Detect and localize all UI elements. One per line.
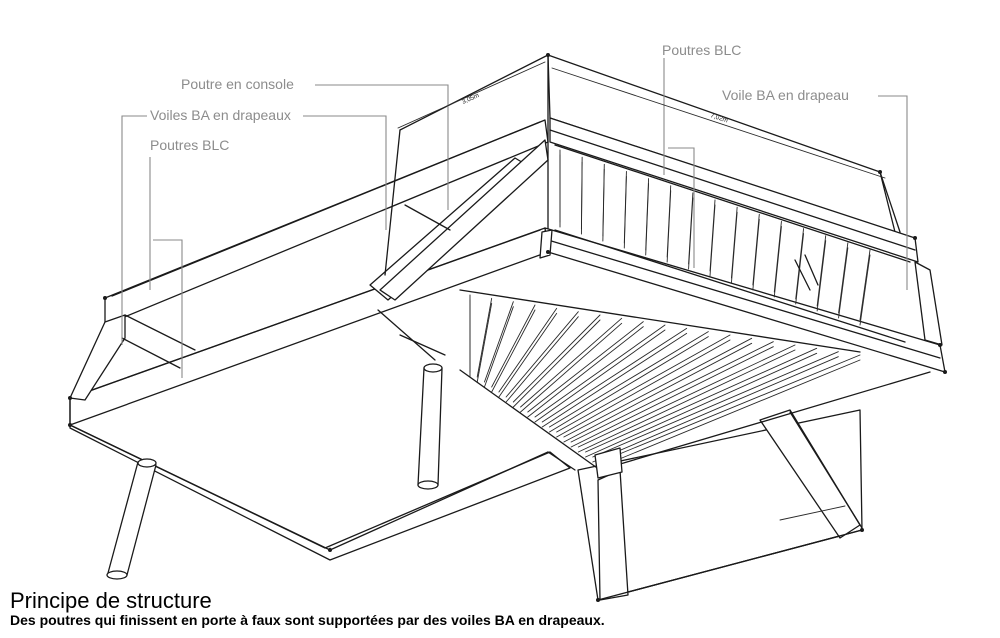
label-voiles-ba-drapeaux: Voiles BA en drapeaux — [150, 107, 291, 123]
joist-edge — [570, 341, 774, 443]
joist-edge — [816, 240, 827, 312]
column-center — [417, 363, 443, 490]
joist-edge — [666, 190, 672, 263]
joist-edge — [859, 249, 871, 321]
label-poutres-blc-top: Poutres BLC — [662, 42, 741, 58]
joist-edge — [859, 254, 871, 326]
joint-dots — [68, 53, 947, 602]
joist-edge — [512, 319, 601, 408]
beam-console-diagonal — [369, 129, 549, 301]
joist-edge — [527, 321, 644, 413]
column-left — [106, 458, 157, 580]
joist-edge — [556, 334, 731, 433]
label-voile-ba-drapeau: Voile BA en drapeau — [722, 87, 849, 103]
joists-lower — [469, 294, 861, 468]
joist-edge — [816, 235, 827, 307]
joist-edge — [527, 326, 644, 418]
joist-edge — [541, 327, 688, 423]
joist-edge — [599, 359, 861, 468]
joist-edge — [795, 228, 805, 300]
joist-edge — [577, 349, 796, 453]
label-poutre-console: Poutre en console — [181, 76, 294, 92]
leader-lines — [121, 58, 908, 378]
joist-edge — [838, 247, 849, 319]
joist-edge — [592, 351, 839, 458]
joist-edge — [645, 183, 650, 256]
inner-struts — [377, 254, 819, 361]
wall-back-top — [399, 54, 901, 251]
dimension-label-1: 3,05m — [461, 92, 480, 106]
joist-edge — [773, 220, 782, 293]
joist-edge — [520, 322, 623, 413]
joist-frame — [459, 144, 931, 479]
beam-right-top — [549, 117, 919, 263]
joists-upper — [559, 149, 871, 326]
joist-edge — [520, 317, 623, 408]
joist-edge — [585, 352, 818, 458]
joist-edge — [577, 344, 796, 448]
dimension-line-1: 3,05m — [397, 61, 546, 129]
joist-edge — [483, 306, 514, 388]
joist-edge — [752, 218, 760, 291]
joist-edge — [709, 204, 716, 277]
beam-front-long — [69, 227, 549, 426]
joist-edge — [585, 347, 818, 453]
caption-title: Principe de structure — [10, 588, 212, 613]
joist-edge — [505, 316, 579, 403]
joist-edge — [602, 168, 605, 242]
joist-edge — [505, 311, 579, 398]
wall-bottom-right — [577, 409, 863, 601]
joist-edge — [476, 297, 493, 378]
joist-edge — [838, 242, 849, 314]
joist-edge — [491, 304, 536, 388]
joist-edge — [512, 314, 601, 403]
joist-edge — [773, 225, 782, 298]
label-poutres-blc-left: Poutres BLC — [150, 137, 229, 153]
joist-edge — [534, 329, 666, 423]
joist-edge — [498, 312, 558, 398]
joist-edge — [491, 309, 536, 393]
joist-edge — [498, 307, 558, 393]
joist-edge — [570, 346, 774, 448]
joist-edge — [599, 354, 861, 463]
joist-edge — [592, 356, 839, 463]
joist-edge — [563, 342, 753, 443]
joist-edge — [483, 301, 514, 383]
joist-edge — [541, 332, 688, 428]
joist-edge — [556, 339, 731, 438]
joist-edge — [534, 324, 666, 418]
joist-edge — [580, 161, 583, 235]
dimension-line-2: 7,02m — [551, 67, 886, 179]
joist-edge — [623, 175, 627, 249]
joist-edge — [476, 302, 493, 383]
joist-edge — [730, 211, 738, 284]
joist-edge — [548, 331, 709, 428]
joist-edge — [688, 197, 694, 270]
joist-edge — [563, 337, 753, 438]
caption-text: Des poutres qui finissent en porte à fau… — [10, 612, 605, 628]
joist-edge — [752, 213, 760, 286]
joist-edge — [548, 336, 709, 433]
